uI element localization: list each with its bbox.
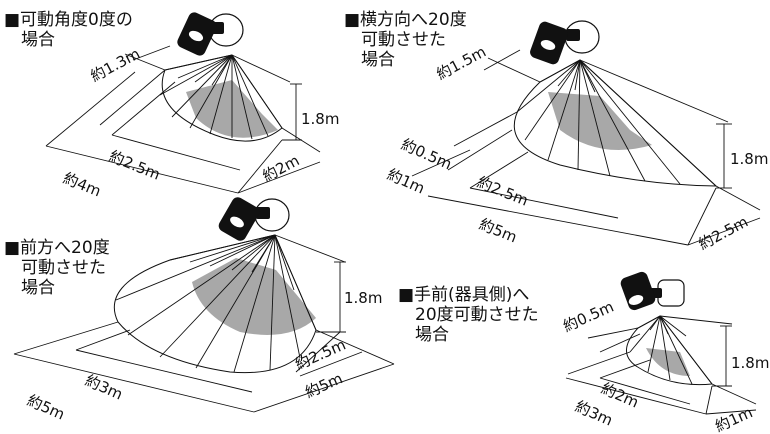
near-width-label: 約0.5m <box>560 297 616 335</box>
caption-line: 可動させた <box>21 258 106 278</box>
right-width-label: 約1m <box>712 403 755 434</box>
depth-label: 約4m <box>61 169 104 200</box>
caption-line: 20度可動させた <box>415 305 539 325</box>
height-label: 1.8m <box>731 354 769 372</box>
detection-zone-shading <box>192 258 316 335</box>
panel-horizontal-20: 1.8m 約1.5m 約0.5m 約1m 約2.5m 約5m 約2.5m <box>384 20 768 254</box>
detection-zone-shading <box>646 348 690 376</box>
detection-fan <box>626 315 713 386</box>
caption-0-degree: ■可動角度0度の 場合 <box>4 10 133 50</box>
side-width-label: 約1.3m <box>87 45 143 86</box>
caption-line: ■前方へ20度 <box>4 238 110 258</box>
height-label: 1.8m <box>301 110 339 128</box>
right-width-label: 約5m <box>302 369 345 401</box>
light-fixture-icon <box>218 197 290 241</box>
detection-fan <box>113 234 317 374</box>
near-width-label: 約0.5m <box>398 135 454 173</box>
dimension-lines <box>565 315 757 415</box>
caption-line: ■可動角度0度の <box>4 10 133 30</box>
depth-label: 約5m <box>477 215 520 246</box>
height-label: 1.8m <box>730 150 768 168</box>
right-width-label: 約2.5m <box>695 213 751 254</box>
panel-backward-20: 1.8m 約0.5m 約2m 約3m 約1m <box>560 271 769 434</box>
panel-0-degree: 1.8m 約1.3m 約2.5m 約4m 約2m <box>45 12 339 200</box>
caption-line: 可動させた <box>361 30 446 50</box>
caption-horizontal-20: ■横方向へ20度 可動させた 場合 <box>344 10 467 70</box>
light-fixture-icon <box>177 12 244 56</box>
caption-line: 場合 <box>21 278 55 298</box>
mid-width-label: 約2.5m <box>475 173 531 210</box>
caption-line: ■横方向へ20度 <box>344 10 467 30</box>
detection-zone-shading <box>548 92 652 150</box>
detection-fan <box>513 59 718 187</box>
caption-line: 場合 <box>21 30 55 50</box>
depth-label: 約5m <box>24 391 67 423</box>
caption-line: 場合 <box>361 50 395 70</box>
caption-backward-20: ■手前(器具側)へ 20度可動させた 場合 <box>398 285 539 345</box>
side-width-label: 約1.5m <box>433 43 489 84</box>
detection-fan <box>159 54 283 142</box>
caption-line: ■手前(器具側)へ <box>398 285 530 305</box>
light-fixture-icon <box>620 271 685 311</box>
panel-forward-20: 1.8m 約3m 約5m 約2.5m 約5m <box>13 197 395 424</box>
light-fixture-icon <box>530 20 600 65</box>
height-label: 1.8m <box>344 289 382 307</box>
mid-width-label: 約2.5m <box>107 147 163 184</box>
depth-label: 約3m <box>572 397 615 429</box>
dimension-lines <box>13 234 395 413</box>
dimension-lines <box>411 49 761 246</box>
near-offset-label: 約1m <box>384 165 427 197</box>
right-width-label: 約2m <box>259 151 302 185</box>
caption-forward-20: ■前方へ20度 可動させた 場合 <box>4 238 110 298</box>
caption-line: 場合 <box>415 325 449 345</box>
dimension-lines <box>45 45 321 194</box>
